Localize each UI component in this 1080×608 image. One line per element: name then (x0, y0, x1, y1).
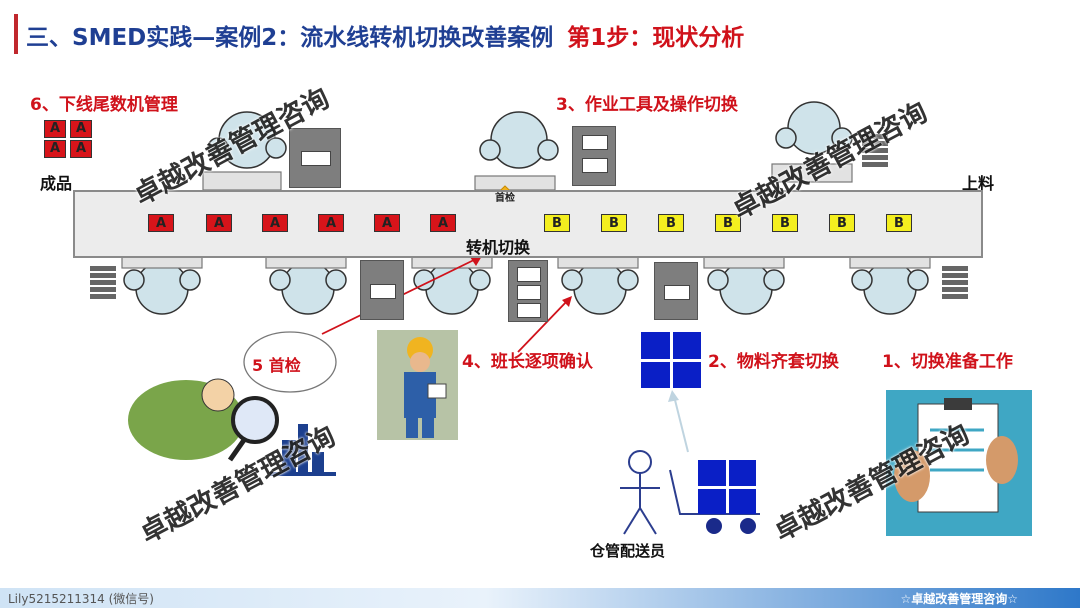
product-a-tag: A (148, 214, 174, 232)
material-cart-icon (698, 460, 756, 514)
parts-rack (942, 266, 968, 301)
label-leader-confirm: 4、班长逐项确认 (462, 347, 593, 372)
bubble-first-check: 5 首检 (252, 352, 301, 376)
product-a-tag: A (318, 214, 344, 232)
tool-cabinet (360, 260, 404, 320)
material-arrow (674, 396, 688, 452)
product-a-tag: A (262, 214, 288, 232)
label-material: 2、物料齐套切换 (708, 347, 839, 372)
product-a-tag: A (374, 214, 400, 232)
cart-wheel (706, 518, 722, 534)
label-warehouse-staff: 仓管配送员 (590, 540, 665, 561)
footer-right-text: ☆卓越改善管理咨询☆ (900, 590, 1018, 607)
product-b-tag: B (772, 214, 798, 232)
product-a-tag: A (206, 214, 232, 232)
cart-wheel (740, 518, 756, 534)
team-leader-photo (377, 330, 458, 440)
product-b-tag: B (829, 214, 855, 232)
material-kit-icon (641, 332, 701, 388)
tool-cabinet (289, 128, 341, 188)
footer-left-text: Lily5215211314 (微信号) (8, 590, 154, 607)
product-b-tag: B (601, 214, 627, 232)
product-b-tag: B (658, 214, 684, 232)
product-b-tag: B (544, 214, 570, 232)
first-check-diamond-label: 首检 (494, 193, 516, 205)
label-changeover: 转机切换 (466, 234, 530, 258)
label-prep: 1、切换准备工作 (882, 347, 1013, 372)
tool-cabinet (572, 126, 616, 186)
parts-rack (90, 266, 116, 301)
product-a-tag: A (430, 214, 456, 232)
tool-cabinet (508, 260, 548, 322)
tool-cabinet (654, 262, 698, 320)
product-b-tag: B (886, 214, 912, 232)
